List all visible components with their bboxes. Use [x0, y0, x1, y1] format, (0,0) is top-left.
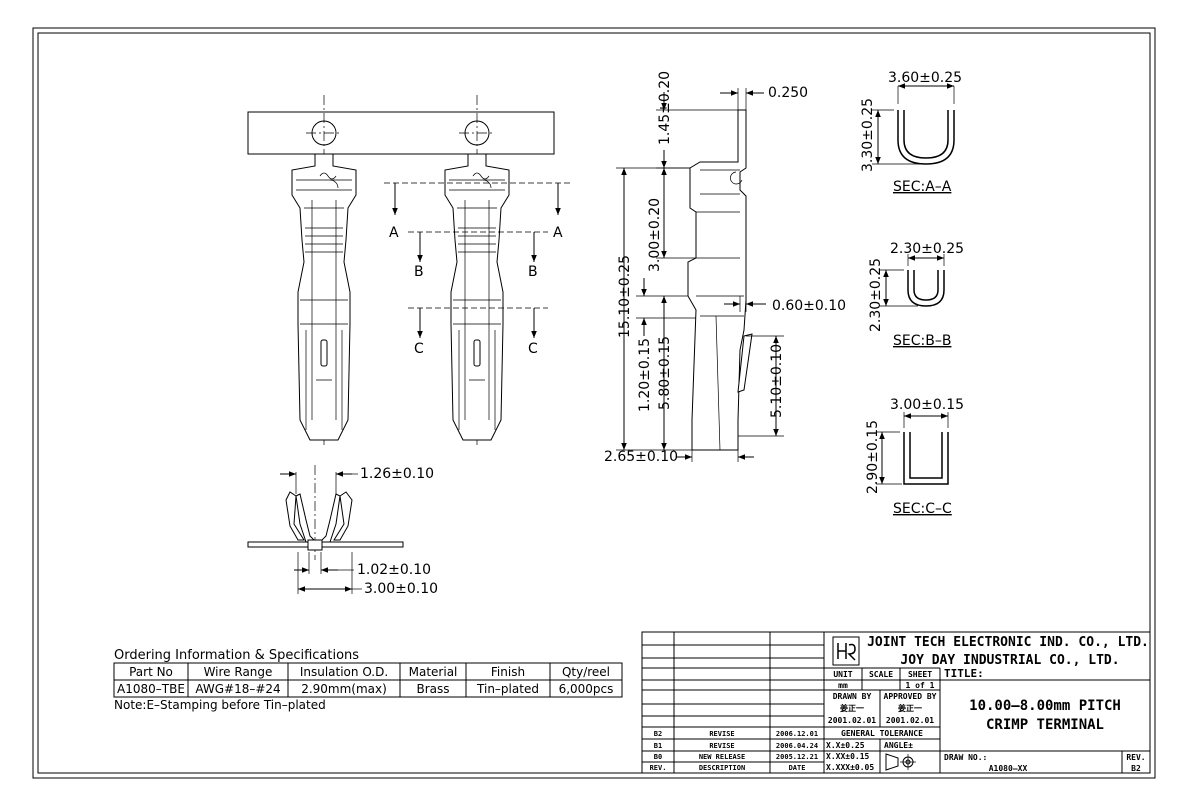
dim-tab-height: 1.45±0.20: [657, 71, 673, 145]
ordering-title: Ordering Information & Specifications: [114, 648, 359, 663]
rev-row-2-date: 2006.04.24: [776, 742, 818, 750]
sec-c-height: 2.90±0.15: [865, 420, 881, 494]
title-label: TITLE:: [944, 667, 984, 680]
sec-c-title: SEC:C–C: [893, 501, 952, 517]
rev-row-2-rev: B1: [654, 742, 662, 750]
company-name-1: JOINT TECH ELECTRONIC IND. CO., LTD.: [867, 635, 1149, 650]
company-logo-icon: [837, 643, 856, 661]
section-label-b-left: B: [414, 264, 424, 280]
approved-date: 2001.02.01: [886, 716, 934, 725]
cell-wire-range: AWG#18–#24: [195, 682, 280, 696]
tolerance-2: X.XX±0.15: [826, 752, 870, 761]
dim-height: 2.65±0.10: [604, 449, 678, 465]
tolerance-3: X.XXX±0.05: [826, 763, 874, 772]
rev-row-1-rev: B2: [654, 730, 662, 738]
sec-a-height: 3.30±0.25: [860, 98, 876, 172]
header-wire-range: Wire Range: [204, 665, 273, 679]
rev-row-3-desc: NEW RELEASE: [699, 753, 745, 761]
draw-no-value: A1080–XX: [989, 764, 1028, 773]
section-b-b: 2.30±0.25 2.30±0.25 SEC:B–B: [868, 241, 964, 349]
drawn-by-label: DRAWN BY: [833, 692, 872, 701]
general-tolerance-label: GENERAL TOLERANCE: [841, 729, 923, 738]
inner-frame: [37, 32, 1151, 774]
outer-frame: [32, 27, 1156, 779]
header-qty: Qty/reel: [562, 665, 610, 679]
projection-symbol-icon: [885, 753, 916, 771]
unit-value: mm: [838, 681, 848, 690]
date-header: DATE: [789, 764, 806, 772]
dim-contact-length: 3.00±0.20: [647, 198, 663, 272]
tolerance-1: X.X±0.25: [826, 741, 865, 750]
header-material: Material: [409, 665, 458, 679]
dim-barrel-length: 5.80±0.15: [657, 336, 673, 410]
end-view: 1.26±0.10 1.02±0.10 3.00±0.10: [247, 465, 438, 597]
drawn-name: 姜正一: [840, 703, 864, 713]
sec-a-title: SEC:A–A: [893, 179, 952, 195]
title-block: JOINT TECH ELECTRONIC IND. CO., LTD. JOY…: [641, 631, 1151, 774]
header-part-no: Part No: [129, 665, 173, 679]
approved-by-label: APPROVED BY: [884, 692, 937, 701]
cell-material: Brass: [416, 682, 449, 696]
draw-no-label: DRAW NO.:: [944, 753, 987, 762]
dim-overall-width: 3.00±0.10: [364, 581, 438, 597]
carrier-strip: [247, 111, 555, 155]
sec-a-width: 3.60±0.25: [888, 70, 962, 86]
rev-row-1-desc: REVISE: [709, 730, 734, 738]
dim-tip-length: 1.20±0.15: [637, 338, 653, 412]
terminal-left: [291, 153, 357, 441]
title-line-2: CRIMP TERMINAL: [986, 717, 1104, 733]
dim-slot-width: 1.02±0.10: [357, 562, 431, 578]
section-label-b-right: B: [528, 264, 538, 280]
sec-c-width: 3.00±0.15: [890, 397, 964, 413]
sheet-label: SHEET: [908, 670, 932, 679]
company-name-2: JOY DAY INDUSTRIAL CO., LTD.: [900, 653, 1119, 668]
dim-feature-width: 1.26±0.10: [360, 466, 434, 482]
cell-finish: Tin–plated: [476, 682, 539, 696]
rev-header: REV.: [650, 764, 667, 772]
front-view: A A B B C C: [247, 95, 570, 445]
section-label-c-right: C: [528, 341, 538, 357]
rev-row-2-desc: REVISE: [709, 742, 734, 750]
title-line-1: 10.00–8.00mm PITCH: [969, 698, 1121, 714]
unit-label: UNIT: [833, 670, 852, 679]
angle-label: ANGLE±: [884, 741, 913, 750]
section-a-a: 3.60±0.25 3.30±0.25 SEC:A–A: [860, 70, 962, 195]
drawn-date: 2001.02.01: [828, 716, 876, 725]
cell-part-no: A1080–TBE: [117, 682, 185, 696]
header-finish: Finish: [491, 665, 525, 679]
desc-header: DESCRIPTION: [699, 764, 745, 772]
terminal-right: [444, 153, 510, 441]
ordering-table: Ordering Information & Specifications Pa…: [113, 648, 623, 712]
scale-label: SCALE: [869, 670, 893, 679]
header-insulation: Insulation O.D.: [300, 665, 388, 679]
side-view: 0.250 1.45±0.20 3.00±0.20 15.10±0.25 1.2…: [604, 71, 846, 465]
sec-b-height: 2.30±0.25: [868, 258, 884, 332]
section-cut-lines: A A B B C C: [384, 182, 570, 357]
sec-b-width: 2.30±0.25: [890, 241, 964, 257]
cell-insulation: 2.90mm(max): [301, 682, 387, 696]
section-label-c-left: C: [414, 341, 424, 357]
section-label-a-right: A: [553, 225, 563, 241]
dim-lance-gap: 0.60±0.10: [772, 298, 846, 314]
section-label-a-left: A: [389, 225, 399, 241]
approved-name: 姜正一: [898, 703, 922, 713]
sheet-value: 1 of 1: [906, 681, 935, 690]
cell-qty: 6,000pcs: [559, 682, 614, 696]
ordering-note: Note:E–Stamping before Tin–plated: [114, 698, 326, 712]
dim-total-length: 15.10±0.25: [617, 255, 633, 338]
section-c-c: 3.00±0.15 2.90±0.15 SEC:C–C: [865, 397, 964, 517]
rev-row-3-rev: B0: [654, 753, 662, 761]
rev-value: B2: [1131, 764, 1141, 773]
dim-insulation-length: 5.10±0.10: [769, 344, 785, 418]
dim-thickness: 0.250: [768, 85, 808, 101]
rev-label: REV.: [1126, 753, 1145, 762]
rev-row-3-date: 2005.12.21: [776, 753, 818, 761]
rev-row-1-date: 2006.12.01: [776, 730, 818, 738]
sec-b-title: SEC:B–B: [893, 333, 951, 349]
